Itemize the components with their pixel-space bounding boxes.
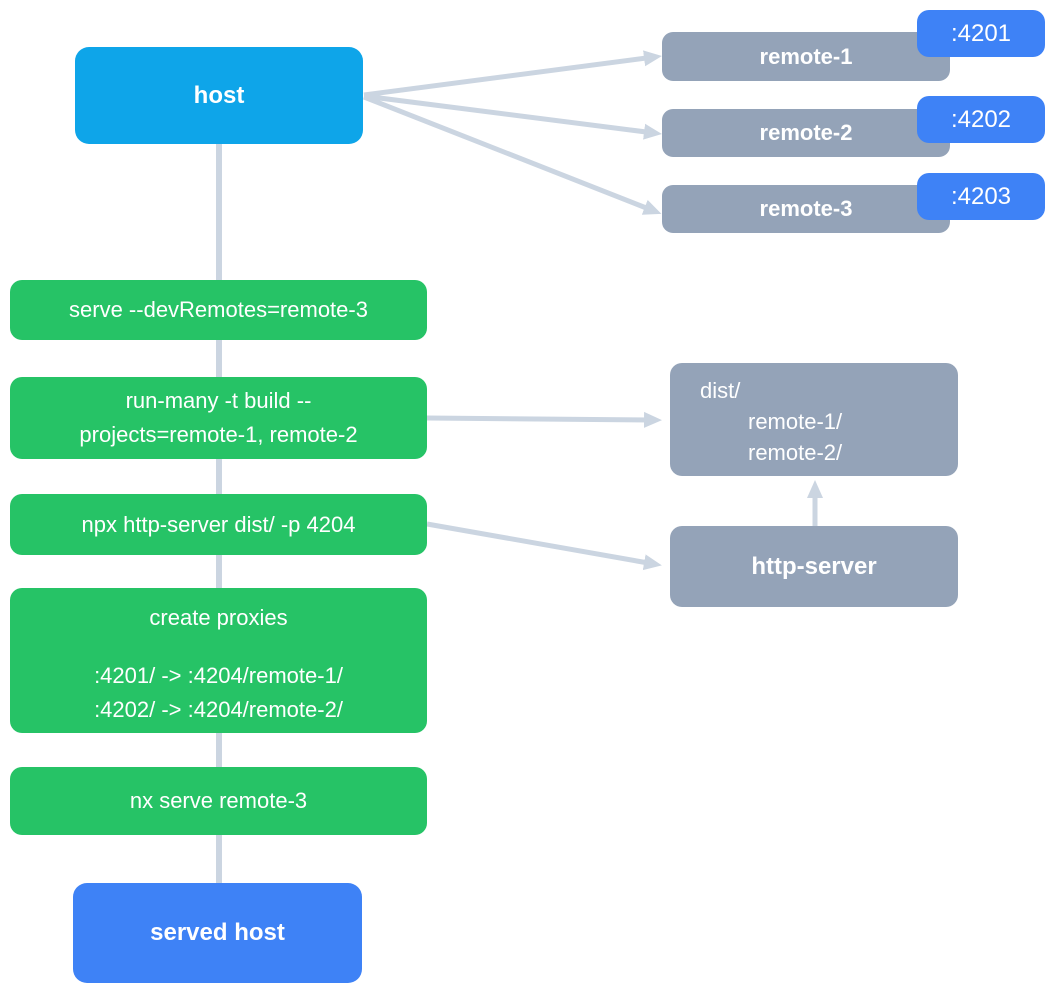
step-run-many-line-1: run-many -t build --	[125, 388, 312, 413]
proxy-map-4201: :4201/ -> :4204/remote-1/	[94, 663, 343, 688]
arrow-build-to-dist	[426, 411, 662, 428]
node-remote-1: remote-1	[662, 32, 950, 81]
proxy-map-4202: :4202/ -> :4204/remote-2/	[94, 697, 343, 722]
node-remote-2: remote-2	[662, 109, 950, 157]
step-run-many-build: run-many -t build -- projects=remote-1, …	[10, 377, 427, 459]
port-badge-4201: :4201	[917, 10, 1045, 57]
step-nx-serve-remote-3-label: nx serve remote-3	[129, 788, 308, 813]
node-http-server: http-server	[670, 526, 958, 607]
dist-remote-2-label: remote-2/	[748, 440, 843, 465]
arrow-npx-to-httpserver	[426, 521, 662, 571]
arrow-host-to-remote-2	[363, 93, 662, 140]
remote-1-label: remote-1	[759, 43, 853, 69]
step-serve-devremotes: serve --devRemotes=remote-3	[10, 280, 427, 340]
host-label: host	[193, 81, 245, 109]
dist-root-label: dist/	[700, 378, 741, 403]
port-badge-4202: :4202	[917, 96, 1045, 143]
arrow-host-to-remote-1	[363, 50, 662, 98]
node-remote-3: remote-3	[662, 185, 950, 233]
step-nx-serve-remote-3: nx serve remote-3	[10, 767, 427, 835]
step-run-many-line-2: projects=remote-1, remote-2	[79, 422, 358, 447]
step-npx-http-server-label: npx http-server dist/ -p 4204	[81, 511, 356, 537]
port-4202-label: :4202	[950, 105, 1012, 133]
node-dist-folder: dist/ remote-1/ remote-2/	[670, 363, 958, 476]
served-host-label: served host	[150, 919, 285, 946]
remote-2-label: remote-2	[759, 120, 853, 145]
step-create-proxies-title: create proxies	[149, 605, 288, 630]
step-serve-devremotes-label: serve --devRemotes=remote-3	[69, 297, 368, 322]
port-4203-label: :4203	[950, 182, 1012, 210]
remote-3-label: remote-3	[759, 196, 853, 221]
http-server-label: http-server	[751, 552, 877, 580]
step-create-proxies: create proxies :4201/ -> :4204/remote-1/…	[10, 588, 427, 733]
dist-remote-1-label: remote-1/	[748, 409, 843, 434]
port-badge-4203: :4203	[917, 173, 1045, 220]
arrow-host-to-remote-3	[363, 94, 662, 215]
port-4201-label: :4201	[950, 19, 1012, 47]
node-host: host	[75, 47, 363, 144]
step-npx-http-server: npx http-server dist/ -p 4204	[10, 494, 427, 555]
node-served-host: served host	[73, 883, 362, 983]
